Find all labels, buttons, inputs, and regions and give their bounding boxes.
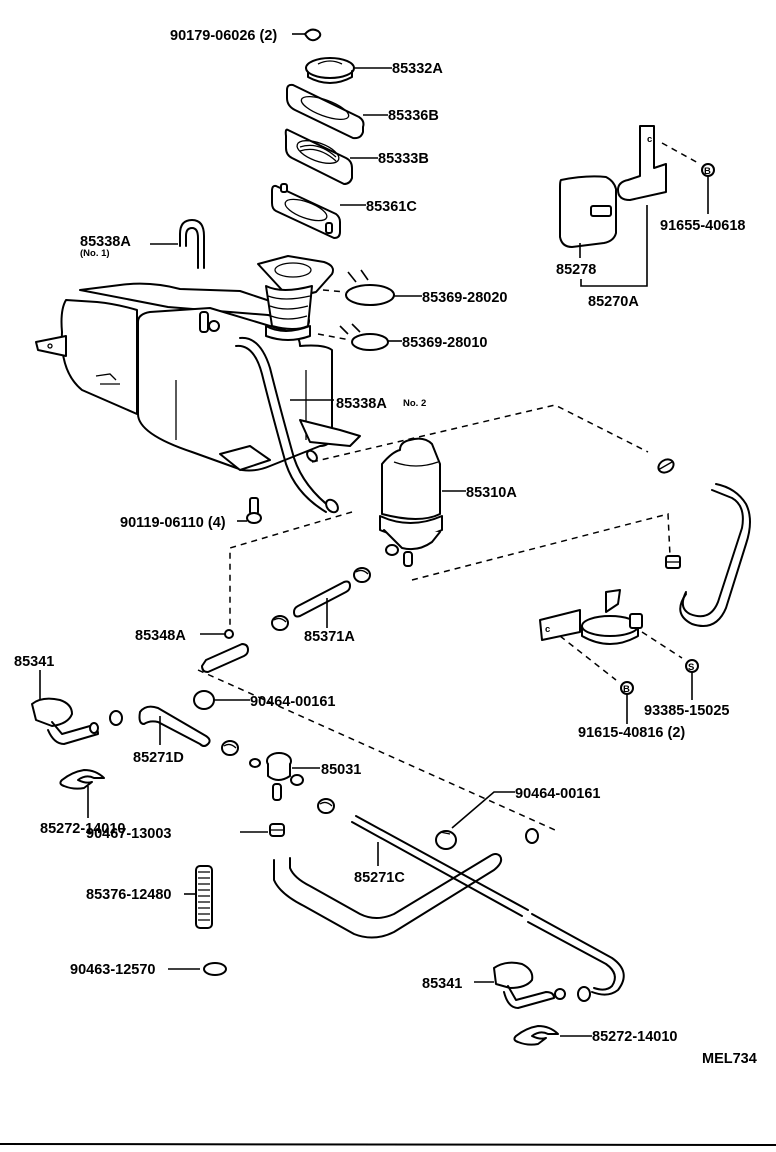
clip-valve-lower-part: [317, 798, 335, 814]
inlet-part: [284, 128, 378, 185]
dash-tank-to-right: [311, 404, 649, 463]
label-relay-assy[interactable]: 85270A: [588, 294, 639, 310]
diagram-code: MEL734: [702, 1051, 757, 1067]
label-hose-no2[interactable]: 85338A: [336, 396, 387, 412]
gasket-upper-part: [286, 83, 388, 140]
label-hose-short[interactable]: 85371A: [304, 629, 355, 645]
washer-tank-part: [35, 282, 361, 472]
grommet-part: [292, 28, 322, 42]
bracket-part: c: [539, 589, 643, 645]
clip-valve-part: [221, 740, 239, 756]
check-valve-part: [249, 752, 320, 801]
clip-short-part: [271, 615, 289, 631]
tank-bolt-part: [237, 497, 262, 524]
label-nozzle-right[interactable]: 85341: [422, 976, 462, 992]
label-grommet[interactable]: 90179-06026 (2): [170, 28, 277, 44]
label-gasket-upper[interactable]: 85336B: [388, 108, 439, 124]
filler-cap-part: [305, 57, 392, 84]
label-hose-no1-note: (No. 1): [80, 248, 110, 259]
relay-part: [559, 175, 617, 248]
joint-part: [200, 629, 249, 673]
filler-neck-part: [257, 255, 334, 341]
svg-text:B: B: [623, 684, 630, 695]
nozzle-left-part: [31, 697, 99, 745]
clip-mid-part: [435, 791, 515, 850]
gasket-lower-part: [271, 183, 366, 239]
label-hose-no1[interactable]: 85338A: [80, 234, 131, 250]
svg-text:S: S: [688, 662, 694, 673]
clip-nozzle-right-part: [577, 986, 591, 1002]
clamp-left-part: [59, 769, 105, 818]
clip-nozzle-left-part: [109, 710, 123, 726]
hose-short-part: [293, 580, 351, 628]
label-hose-c[interactable]: 85271C: [354, 870, 405, 886]
label-clip-mid[interactable]: 90464-00161: [515, 786, 600, 802]
band-part: [168, 962, 227, 976]
label-gasket-lower[interactable]: 85361C: [366, 199, 417, 215]
label-tank-bolt[interactable]: 90119-06110 (4): [120, 515, 226, 531]
hose-no2-part: [235, 336, 339, 514]
hose-no1-part: [150, 219, 205, 269]
clamp-right-part: [665, 555, 681, 569]
label-bolt-bracket[interactable]: 91615-40816 (2): [578, 725, 685, 741]
clamp-right-lower-part: [513, 1025, 592, 1046]
label-hose-no2-note: No. 2: [403, 398, 426, 409]
protector-part: [184, 865, 213, 929]
label-nozzle-left[interactable]: 85341: [14, 654, 54, 670]
dash-bracket-s: [641, 631, 683, 659]
label-ring-lower[interactable]: 85369-28010: [402, 335, 487, 351]
svg-text:B: B: [704, 166, 711, 177]
relay-bracket-part: c: [617, 125, 667, 201]
label-relay[interactable]: 85278: [556, 262, 596, 278]
label-check-valve[interactable]: 85031: [321, 762, 361, 778]
washer-pump-part: [379, 437, 466, 567]
clamp-small-part: [240, 823, 285, 837]
label-hose-d[interactable]: 85271D: [133, 750, 184, 766]
label-band[interactable]: 90463-12570: [70, 962, 155, 978]
clip-mid-right-part: [525, 828, 539, 844]
clip-left-part: [193, 690, 250, 710]
label-joint[interactable]: 85348A: [135, 628, 186, 644]
hose-c-part: [273, 815, 625, 996]
label-bolt-right[interactable]: 91655-40618: [660, 218, 745, 234]
hose-d-part: [138, 705, 211, 747]
ring-upper-part: [322, 269, 422, 306]
label-clamp-small[interactable]: 90467-13003: [86, 826, 171, 842]
label-clamp-right[interactable]: 85272-14010: [592, 1029, 677, 1045]
bolt-b-marker-right: B: [701, 163, 715, 177]
label-clip-left[interactable]: 90464-00161: [250, 694, 335, 710]
ring-lower-part: [317, 323, 402, 351]
label-pump[interactable]: 85310A: [466, 485, 517, 501]
dash-bracket-b: [559, 635, 617, 681]
label-screw[interactable]: 93385-15025: [644, 703, 729, 719]
hose-right-part: [679, 483, 751, 627]
label-cap[interactable]: 85332A: [392, 61, 443, 77]
dash-tank-to-joint: [229, 511, 353, 628]
dash-pump-to-right: [411, 513, 671, 581]
screw-s-marker: S: [685, 659, 699, 673]
label-protector[interactable]: 85376-12480: [86, 887, 171, 903]
bolt-b-marker-bracket: B: [620, 681, 634, 695]
label-inlet[interactable]: 85333B: [378, 151, 429, 167]
bottom-rule: [0, 1143, 776, 1146]
label-clamp-left[interactable]: 85272-14010: [40, 821, 125, 837]
nozzle-right-part: [474, 961, 566, 1009]
label-ring-upper[interactable]: 85369-28020: [422, 290, 507, 306]
relay-bolt-leader: [661, 142, 701, 165]
clip-pump-part: [353, 567, 371, 583]
svg-text:c: c: [647, 134, 652, 145]
clip-right-part: [657, 458, 675, 474]
svg-text:c: c: [545, 624, 550, 635]
